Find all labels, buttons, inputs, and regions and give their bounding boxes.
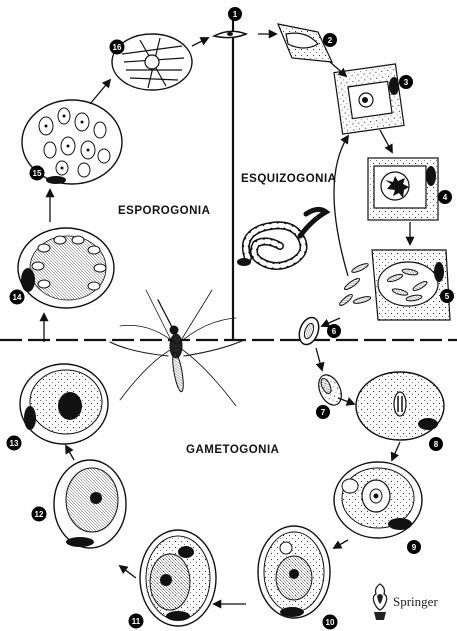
svg-text:14: 14: [13, 293, 22, 302]
publisher-logo: Springer: [370, 581, 438, 623]
svg-text:2: 2: [328, 36, 333, 45]
step-badge-9: 9: [407, 540, 421, 554]
stage-16-rupturing-oocyst: [112, 34, 192, 90]
step-badge-16: 16: [110, 40, 125, 55]
svg-text:10: 10: [326, 618, 335, 627]
step-badge-1: 1: [228, 7, 242, 21]
svg-text:6: 6: [332, 327, 337, 336]
stage-12-macrogametocyte: [54, 460, 126, 548]
phase-label-gametogonia: GAMETOGONIA: [186, 444, 279, 456]
svg-text:16: 16: [113, 43, 122, 52]
step-badge-10: 10: [323, 615, 338, 630]
svg-text:7: 7: [321, 408, 326, 417]
svg-text:15: 15: [33, 169, 42, 178]
mosquito-icon: [110, 290, 244, 406]
phase-label-esquizogonia: ESQUIZOGONIA: [241, 173, 336, 185]
step-badge-13: 13: [7, 436, 22, 451]
stage-1-sporozoite: [214, 31, 246, 37]
stage-14-oocyst: [18, 228, 114, 308]
stage-10-gametocyte: [258, 526, 330, 618]
step-badge-14: 14: [10, 290, 25, 305]
step-badge-4: 4: [438, 190, 452, 204]
stage-4-schizont-cell: [368, 158, 438, 220]
phase-label-esporogonia: ESPOROGONIA: [118, 205, 210, 217]
step-badge-11: 11: [129, 614, 144, 629]
step-badge-7: 7: [316, 405, 330, 419]
svg-text:4: 4: [443, 193, 448, 202]
stage-8-erythrocyte: [356, 372, 444, 440]
stage-13-mature-gametocyte: [20, 364, 108, 444]
springer-knight-logo-icon: [370, 582, 390, 622]
publisher-name: Springer: [393, 594, 438, 610]
stage-6-merozoite: [296, 315, 322, 347]
svg-text:9: 9: [412, 543, 417, 552]
step-badge-6: 6: [327, 324, 341, 338]
svg-text:8: 8: [434, 440, 439, 449]
stage-5-merozoite-release: [338, 250, 450, 320]
svg-text:11: 11: [132, 617, 141, 626]
svg-text:12: 12: [35, 510, 44, 519]
step-badge-15: 15: [30, 166, 45, 181]
snake-icon: [237, 209, 326, 266]
svg-text:5: 5: [445, 292, 450, 301]
step-badge-12: 12: [32, 507, 47, 522]
svg-text:1: 1: [233, 10, 238, 19]
stage-9-gametocyte: [334, 462, 422, 538]
step-badge-2: 2: [323, 33, 337, 47]
stage-11-gametocyte: [140, 530, 216, 626]
step-badge-5: 5: [440, 289, 454, 303]
step-badge-3: 3: [399, 75, 413, 89]
svg-text:3: 3: [404, 78, 409, 87]
step-badge-8: 8: [429, 437, 443, 451]
stage-7-rbc-entry: [314, 371, 346, 408]
svg-text:13: 13: [10, 439, 19, 448]
